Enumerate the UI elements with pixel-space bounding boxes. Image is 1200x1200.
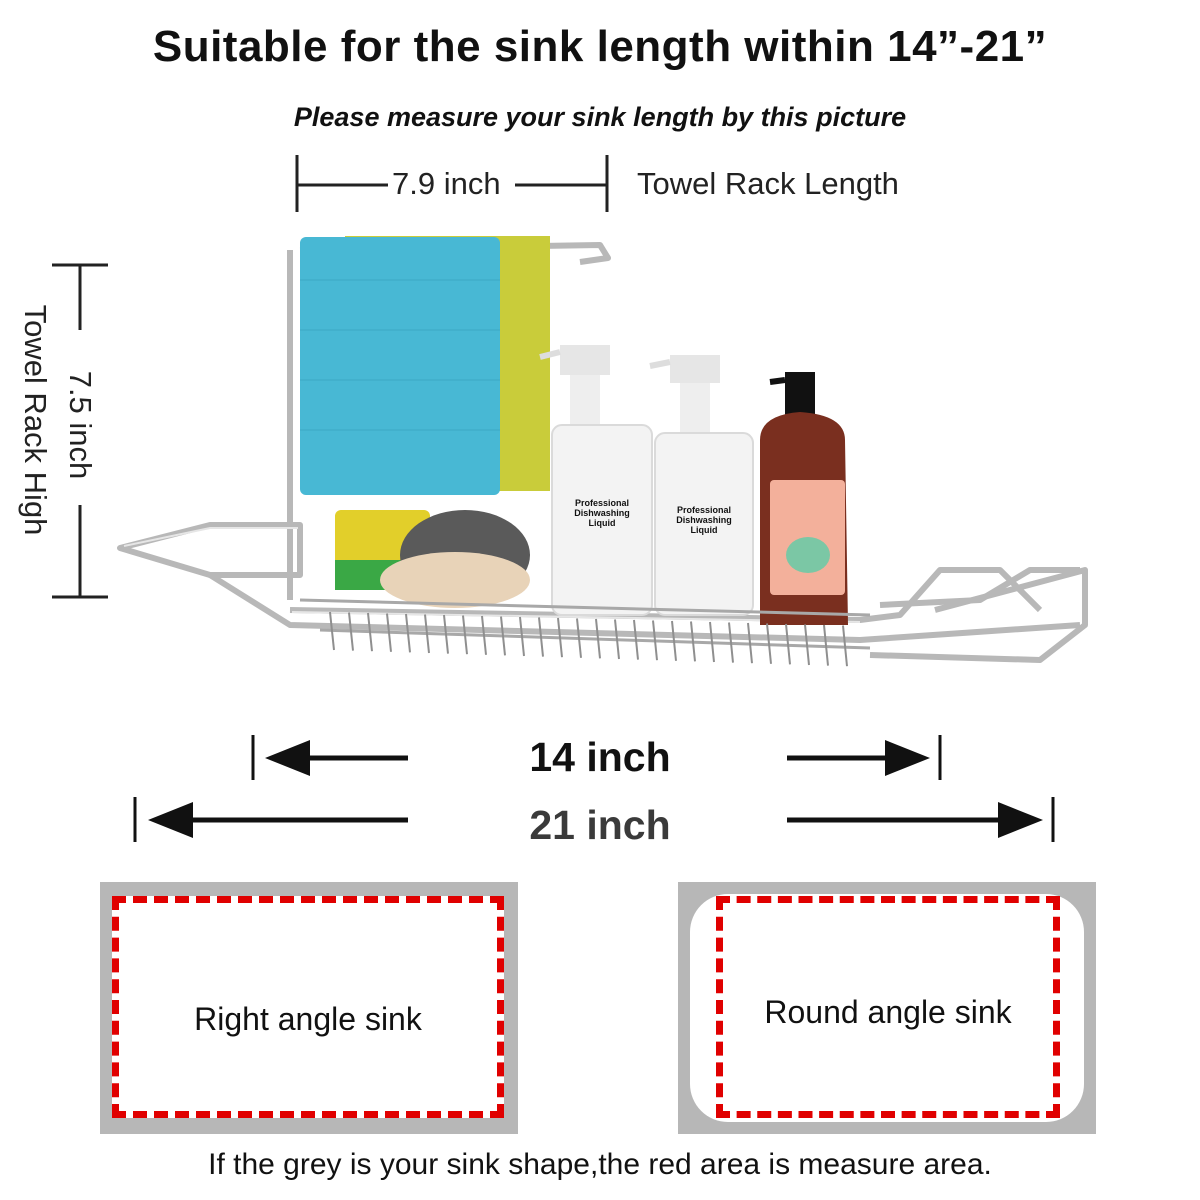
basket-bar bbox=[538, 617, 544, 657]
basket-bar bbox=[690, 621, 696, 662]
basket-bar bbox=[443, 614, 449, 654]
bottle-2-label-line2: Dishwashing bbox=[676, 515, 732, 525]
towel-rack-length-value: 7.9 inch bbox=[392, 166, 501, 201]
basket-bar bbox=[709, 621, 715, 663]
max-length-label: 21 inch bbox=[529, 802, 671, 848]
footnote: If the grey is your sink shape,the red a… bbox=[208, 1148, 992, 1181]
right-angle-measure-area: Right angle sink bbox=[112, 896, 504, 1118]
min-length-label: 14 inch bbox=[529, 734, 671, 780]
basket-bar bbox=[348, 612, 354, 651]
basket-bar bbox=[785, 623, 791, 665]
basket-bar bbox=[367, 612, 373, 652]
basket-bar bbox=[747, 622, 753, 664]
basket-bars bbox=[329, 611, 848, 667]
basket-bar bbox=[614, 619, 620, 660]
page-subtitle: Please measure your sink length by this … bbox=[293, 102, 907, 132]
blue-towel bbox=[300, 237, 500, 495]
basket-bar bbox=[500, 616, 506, 656]
basket-bar bbox=[652, 620, 658, 661]
bottle-2-label: Professional Dishwashing Liquid bbox=[658, 505, 750, 535]
basket-bar bbox=[405, 613, 411, 653]
basket-bar bbox=[633, 619, 639, 660]
basket-bar bbox=[728, 622, 734, 663]
round-measure-bottom-edge bbox=[716, 1111, 1060, 1118]
bottle-1-label-line2: Dishwashing bbox=[574, 508, 630, 518]
basket-bar bbox=[671, 620, 677, 661]
bottle-1-label: Professional Dishwashing Liquid bbox=[556, 498, 648, 528]
basket-bar bbox=[842, 625, 848, 667]
bottle-1-label-line3: Liquid bbox=[588, 518, 616, 528]
extension-arrows bbox=[133, 735, 1055, 842]
towel-rack-length-label: Towel Rack Length bbox=[637, 166, 899, 201]
dishwashing-bottle-2 bbox=[649, 355, 754, 616]
basket-bar bbox=[424, 614, 430, 654]
basket-bar bbox=[595, 618, 601, 659]
towel-rack-height-label: Towel Rack High bbox=[18, 304, 53, 536]
basket-grill bbox=[299, 598, 871, 650]
bottle-2-label-line3: Liquid bbox=[690, 525, 718, 535]
round-measure-top-edge bbox=[716, 896, 1060, 903]
right-angle-sink-label: Right angle sink bbox=[194, 1001, 422, 1037]
dishwashing-bottle-1 bbox=[539, 345, 653, 616]
bottle-2-label-line1: Professional bbox=[676, 505, 732, 515]
round-angle-sink-label: Round angle sink bbox=[764, 994, 1012, 1030]
basket-bar bbox=[462, 615, 468, 655]
basket-bar bbox=[766, 623, 772, 664]
basket-bar bbox=[576, 618, 582, 658]
basket-bar bbox=[823, 624, 829, 666]
basket-bar bbox=[329, 611, 335, 651]
round-angle-sink: Round angle sink bbox=[678, 882, 1096, 1134]
amber-soap-bottle bbox=[760, 372, 848, 625]
basket-bar bbox=[519, 616, 525, 657]
page-title: Suitable for the sink length within 14”-… bbox=[152, 22, 1048, 71]
basket-bar bbox=[481, 615, 487, 655]
basket-bar bbox=[386, 613, 392, 652]
blue-towel-texture bbox=[300, 279, 500, 431]
towel-rack-length-dimension bbox=[295, 155, 609, 212]
round-angle-measure-area: Round angle sink bbox=[716, 896, 1060, 1118]
right-angle-sink: Right angle sink bbox=[100, 882, 518, 1134]
basket-bar bbox=[804, 624, 810, 666]
towel-rack-height-dimension bbox=[52, 263, 108, 599]
towel-rack-height-value: 7.5 inch bbox=[63, 370, 98, 480]
basket-bar bbox=[557, 617, 563, 658]
bottle-1-label-line1: Professional bbox=[574, 498, 630, 508]
